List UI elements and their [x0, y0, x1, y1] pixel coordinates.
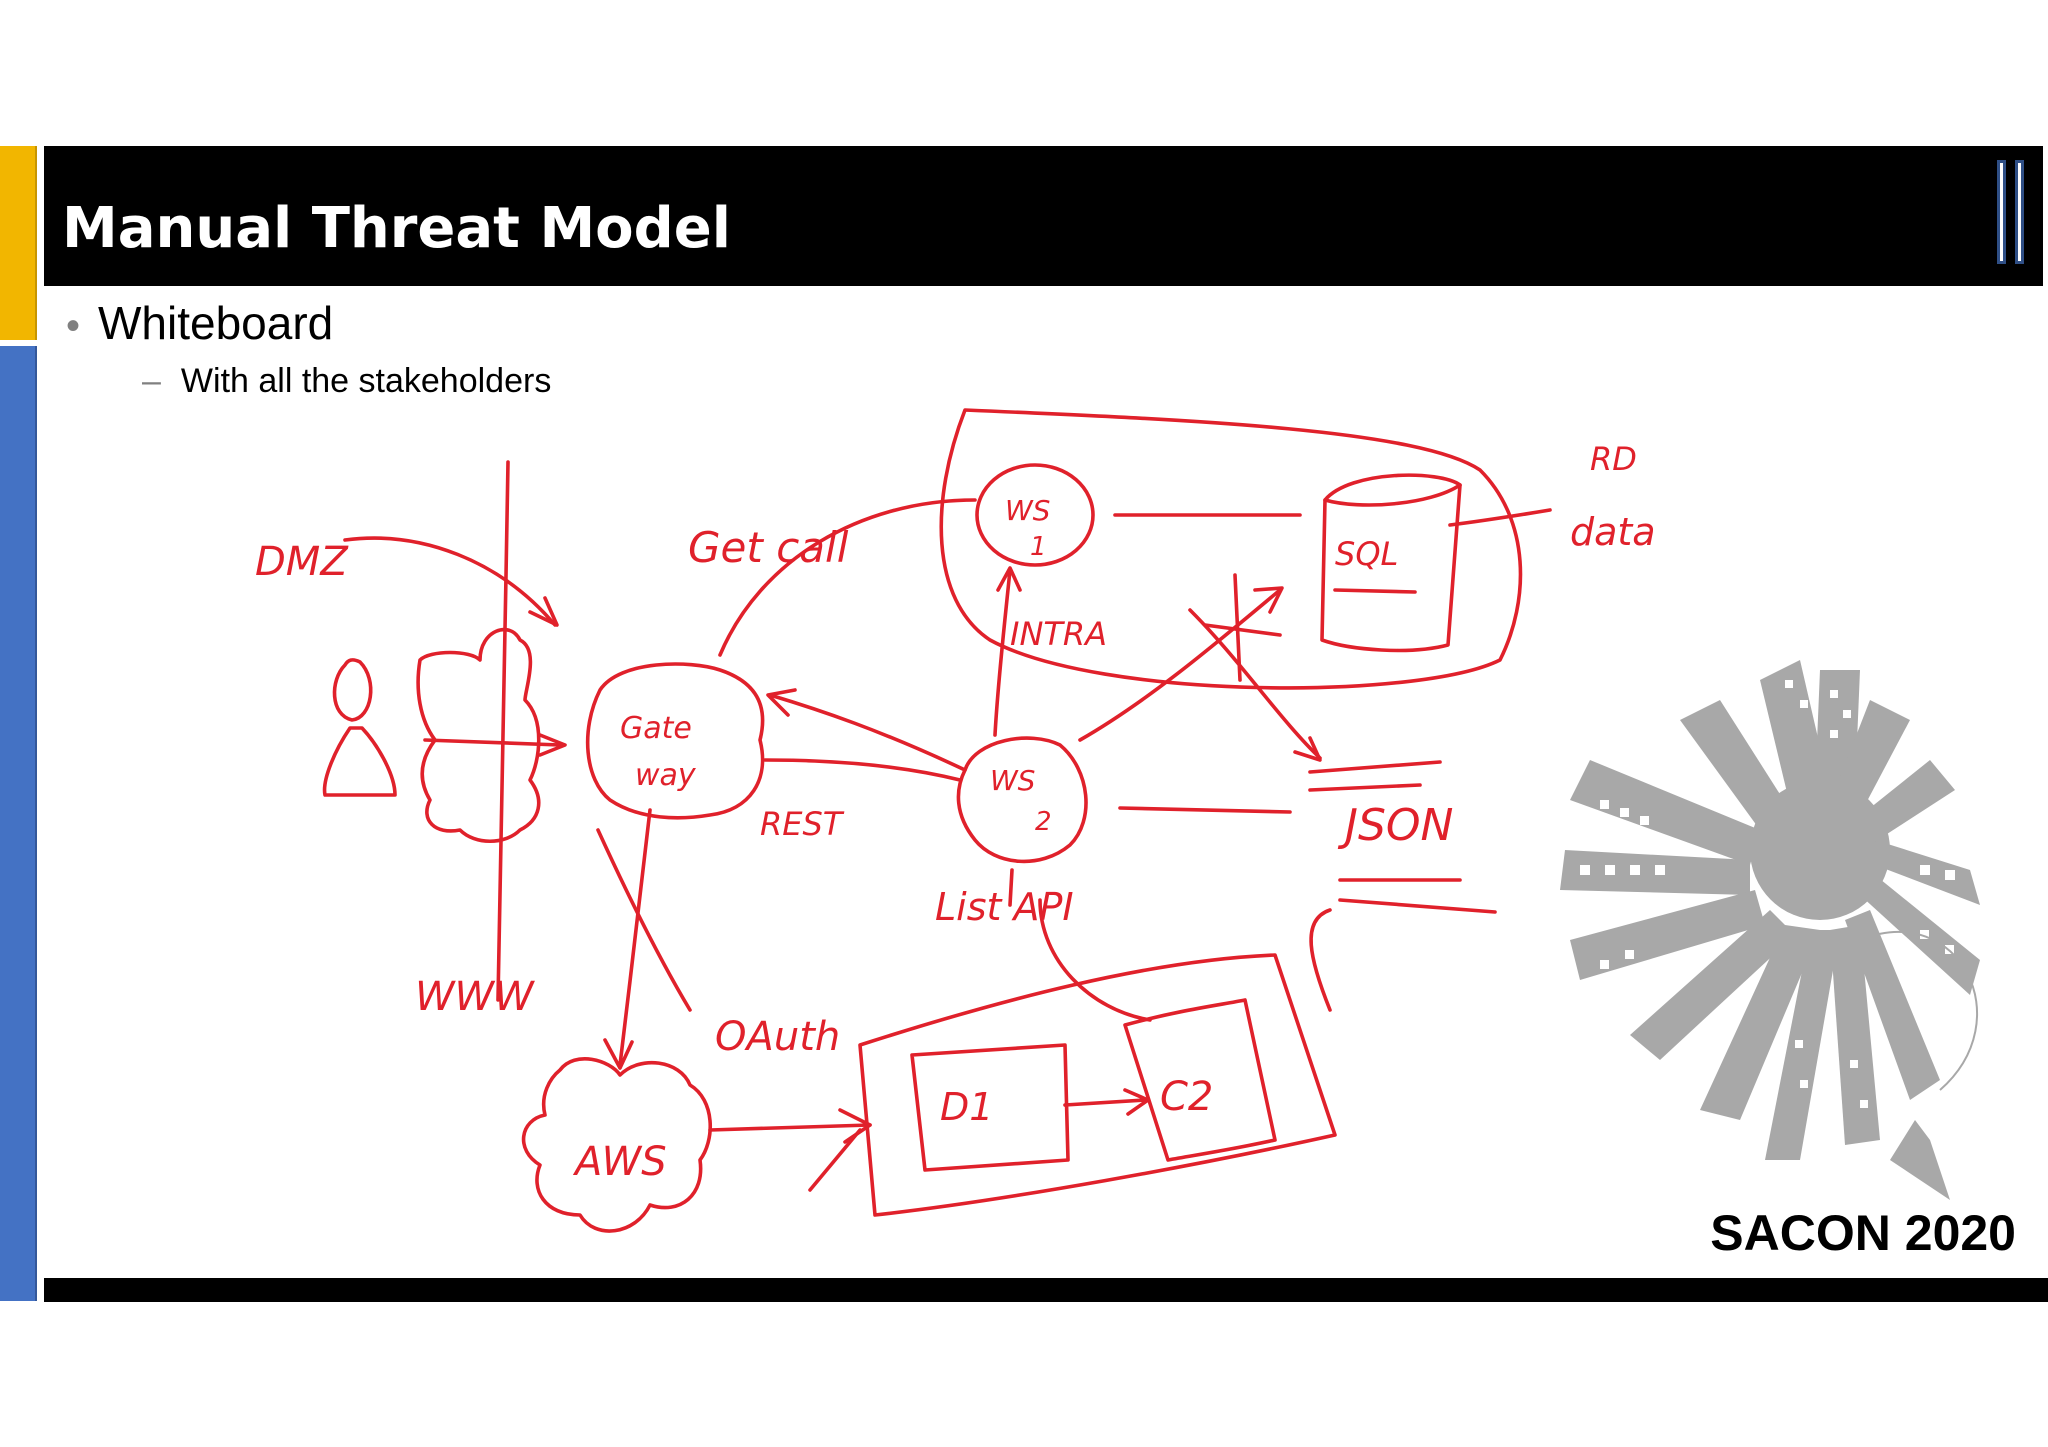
database-icon: SQL: [1320, 473, 1462, 653]
www-boundary-line: [496, 460, 510, 1002]
label-gateway-1: Gate: [620, 711, 692, 746]
footer-bar: [44, 1278, 2048, 1302]
cloud-icon: [416, 627, 541, 843]
label-data: data: [1570, 510, 1656, 554]
dmz-arrow: [343, 536, 557, 627]
label-rest: REST: [760, 805, 845, 843]
label-aws: AWS: [572, 1139, 667, 1185]
user-icon: [322, 658, 397, 797]
label-www: WWW: [415, 974, 535, 1020]
label-sql: SQL: [1335, 535, 1398, 573]
bullet-1-sub-text: With all the stakeholders: [180, 362, 552, 400]
double-bar-logo-icon: [1993, 160, 2031, 264]
label-intra: INTRA: [1010, 615, 1107, 653]
city-skyline-graphic: [1560, 660, 1980, 1200]
label-rd: RD: [1590, 440, 1637, 478]
ws1-node: WS 1: [975, 463, 1095, 567]
bullet-dash-icon: –: [142, 362, 161, 400]
label-dmz: DMZ: [255, 539, 349, 585]
accent-bar-yellow: [0, 146, 37, 340]
c2-node: C2: [1123, 998, 1277, 1162]
bullet-level-2: –With all the stakeholders: [142, 362, 551, 401]
ws2-node: WS 2: [956, 736, 1088, 864]
title-bar: Manual Threat Model: [44, 146, 2043, 286]
gateway-node: Gate way: [585, 662, 765, 820]
bullet-1-text: Whiteboard: [98, 297, 334, 349]
label-ws1-b: 1: [1030, 532, 1047, 562]
label-json: JSON: [1337, 800, 1453, 851]
label-ws1-a: WS: [1005, 494, 1050, 527]
label-list-api: List API: [935, 885, 1074, 929]
label-d1: D1: [940, 1085, 993, 1129]
d1-node: D1: [910, 1043, 1070, 1172]
label-oauth: OAuth: [715, 1014, 840, 1060]
accent-bar-blue: [0, 346, 37, 1301]
label-ws2-a: WS: [990, 764, 1035, 797]
slide-title: Manual Threat Model: [62, 196, 731, 261]
bullet-level-1: • Whiteboard: [66, 296, 333, 350]
label-ws2-b: 2: [1035, 807, 1052, 837]
label-gateway-2: way: [635, 758, 697, 793]
label-get-call: Get call: [688, 523, 849, 572]
label-c2: C2: [1160, 1074, 1213, 1120]
conference-label: SACON 2020: [1710, 1205, 2016, 1261]
bullet-dot-icon: •: [66, 304, 81, 348]
aws-cloud-icon: AWS: [521, 1057, 712, 1233]
